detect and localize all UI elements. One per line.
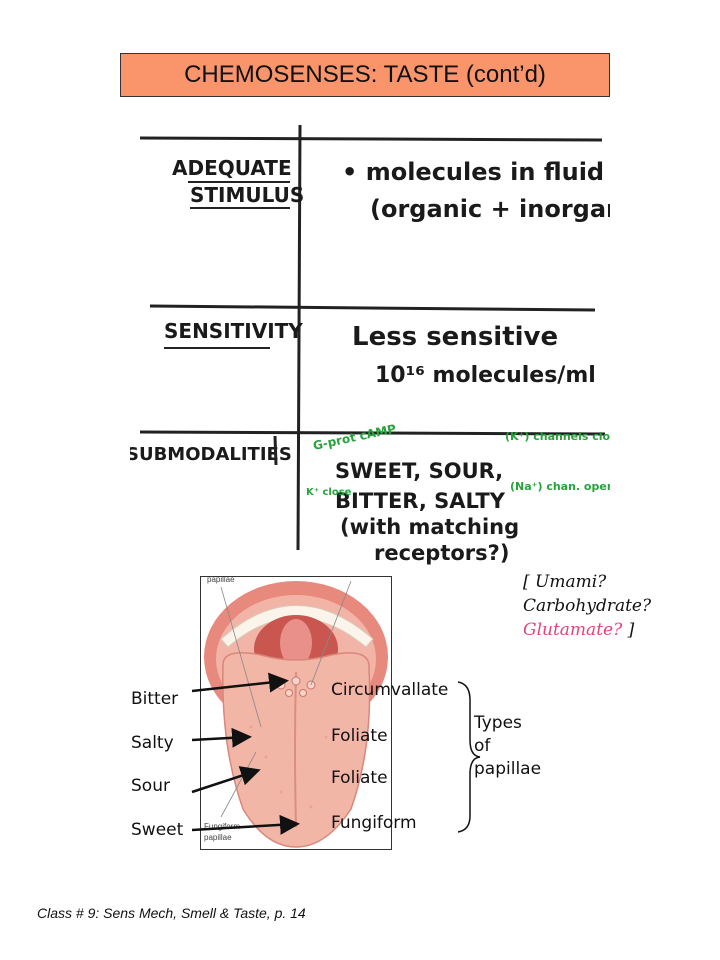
taste-label-sour: Sour [131,776,170,796]
umami-bracket-end: ] [622,620,635,640]
papillae-brace [457,681,481,833]
green-note-gprot: G-prot cAMP [312,422,398,453]
row3-label: SUBMODALITIES [130,444,292,465]
page-title-text: CHEMOSENSES: TASTE (cont’d) [184,61,546,88]
types-label-line1: Types [474,713,522,733]
row3-content-line1: SWEET, SOUR, [335,459,503,483]
umami-line1: [ Umami? [523,572,607,592]
types-label-line3: papillae [474,759,542,779]
tongue-caption-bottom-line2: papillae [204,833,232,842]
papilla-label-foliate-1: Foliate [331,726,388,746]
taste-label-salty: Salty [131,733,174,753]
green-note-na-open: (Na⁺) chan. open [510,480,610,493]
row1-content-line1: • molecules in fluid [342,158,604,186]
row3-content-line4: receptors?) [374,541,509,565]
types-label-line2: of [474,736,491,756]
row3-content-line2: BITTER, SALTY [335,489,506,513]
row2-content-line2: 10¹⁶ molecules/ml [375,363,596,388]
tongue-caption-top: papillae [207,577,235,584]
row2-content-line1: Less sensitive [352,322,558,352]
papilla-label-circumvallate: Circumvallate [331,680,449,700]
handwritten-notes-table: ADEQUATE STIMULUS • molecules in fluid (… [130,124,610,565]
papilla-label-foliate-2: Foliate [331,768,388,788]
tongue-caption-bottom-line1: Fungiform [204,822,240,831]
row1-content-line2: (organic + inorganic) [370,195,610,223]
umami-line3: Glutamate? ] [523,618,651,642]
umami-line2: Carbohydrate? [523,596,652,616]
row1-label-line2: STIMULUS [190,183,304,207]
green-note-k-close: K⁺ close [306,487,352,498]
taste-label-sweet: Sweet [131,820,184,840]
umami-glutamate: Glutamate? [523,620,623,640]
row3-content-line3: (with matching [340,515,519,539]
page-footer: Class # 9: Sens Mech, Smell & Taste, p. … [37,905,306,921]
papilla-label-fungiform: Fungiform [331,813,417,833]
tongue-illustration: papillae Fungiform papillae [200,576,392,850]
row2-label: SENSITIVITY [164,319,303,343]
umami-note: [ Umami? Carbohydrate? Glutamate? ] [523,570,651,642]
green-note-k-channels: (K⁺) channels close [505,430,610,443]
row1-label-line1: ADEQUATE [172,156,292,180]
taste-label-bitter: Bitter [131,689,179,709]
page-title: CHEMOSENSES: TASTE (cont’d) [120,53,610,97]
tongue-drawing: papillae Fungiform papillae [201,577,391,849]
